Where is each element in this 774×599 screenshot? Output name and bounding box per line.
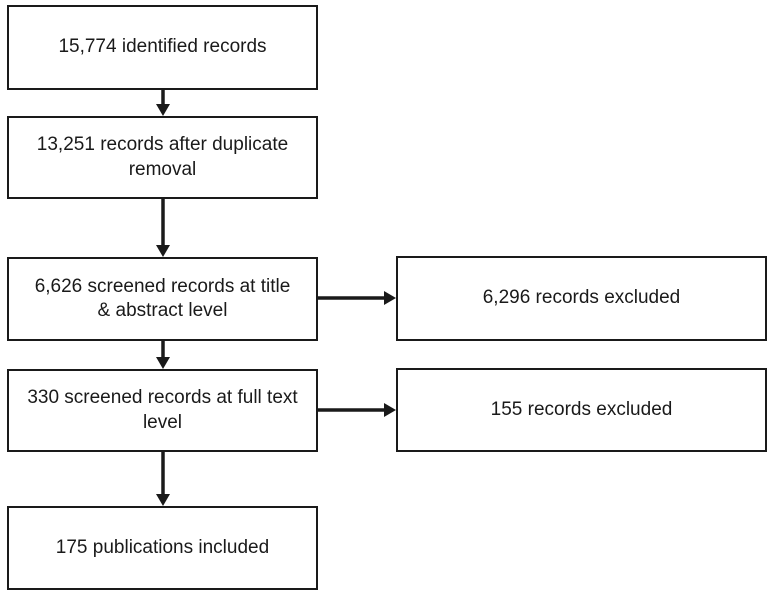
arrow-identified-to-duplicate-removal bbox=[156, 90, 170, 116]
node-records-after-duplicate-removal-label: 13,251 records after duplicate removal bbox=[36, 134, 289, 180]
node-records-excluded-title-abstract-label: 6,296 records excluded bbox=[482, 287, 681, 309]
node-screened-title-abstract-label: 6,626 screened records at title & abstra… bbox=[34, 275, 291, 321]
arrow-full-text-to-included bbox=[156, 452, 170, 506]
arrow-duplicate-removal-to-title-abstract bbox=[156, 199, 170, 257]
node-records-excluded-full-text: 155 records excluded bbox=[396, 368, 767, 452]
node-screened-full-text-label: 330 screened records at full text level bbox=[27, 387, 298, 433]
node-records-excluded-title-abstract: 6,296 records excluded bbox=[396, 256, 767, 341]
node-records-excluded-full-text-label: 155 records excluded bbox=[490, 398, 673, 420]
node-screened-full-text: 330 screened records at full text level bbox=[7, 369, 318, 452]
node-records-after-duplicate-removal: 13,251 records after duplicate removal bbox=[7, 116, 318, 199]
arrow-title-abstract-to-excluded bbox=[318, 291, 396, 305]
arrow-title-abstract-to-full-text bbox=[156, 341, 170, 369]
node-publications-included-label: 175 publications included bbox=[55, 536, 270, 558]
node-identified-records: 15,774 identified records bbox=[7, 5, 318, 90]
node-screened-title-abstract: 6,626 screened records at title & abstra… bbox=[7, 257, 318, 341]
node-identified-records-label: 15,774 identified records bbox=[58, 36, 267, 58]
node-publications-included: 175 publications included bbox=[7, 506, 318, 590]
arrow-full-text-to-excluded bbox=[318, 403, 396, 417]
